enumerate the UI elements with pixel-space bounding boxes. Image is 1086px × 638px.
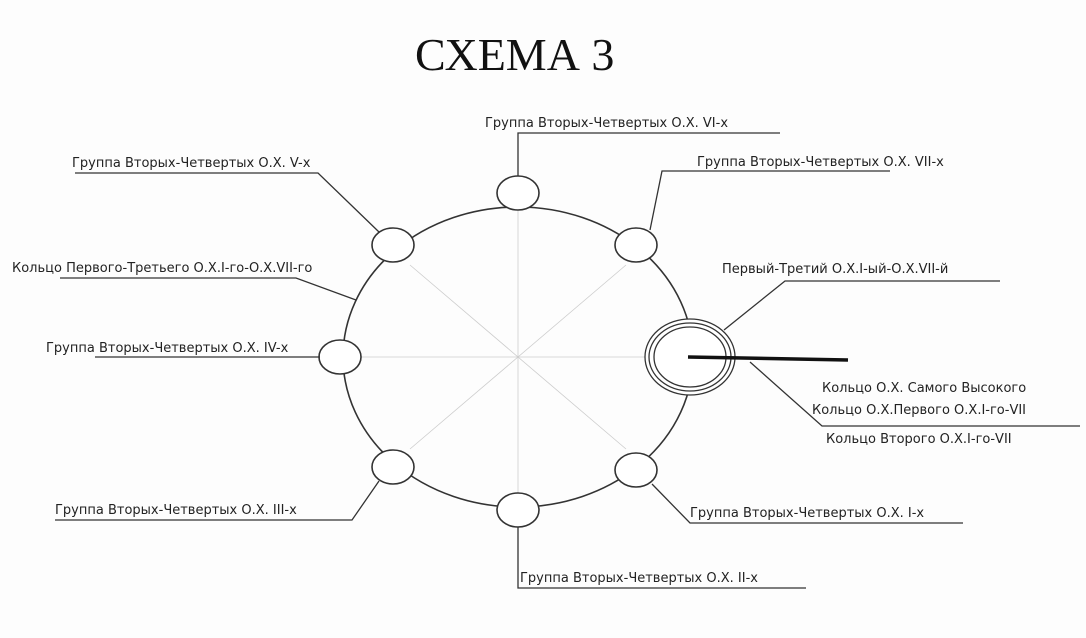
label-ring-highest: Кольцо О.Х. Самого Высокого [822, 381, 1026, 396]
label-group-ii: Группа Вторых-Четвертых О.Х. II-х [520, 571, 758, 586]
diagram-title: СХЕМА 3 [415, 29, 614, 80]
node-group-vii [614, 227, 658, 263]
label-group-vi: Группа Вторых-Четвертых О.Х. VI-х [485, 116, 728, 131]
thick-pointer-line [687, 355, 849, 362]
label-group-v: Группа Вторых-Четвертых О.Х. V-х [72, 156, 311, 171]
node-group-ii [496, 492, 540, 528]
leader-lines [55, 132, 1080, 589]
label-group-vii: Группа Вторых-Четвертых О.Х. VII-х [697, 155, 944, 170]
node-group-iii [371, 449, 415, 485]
node-group-v [371, 227, 415, 263]
label-group-i: Группа Вторых-Четвертых О.Х. I-х [690, 506, 924, 521]
node-group-vi [496, 175, 540, 211]
label-group-iii: Группа Вторых-Четвертых О.Х. III-х [55, 503, 297, 518]
label-ring-second: Кольцо Второго О.Х.I-го-VII [826, 432, 1012, 447]
node-group-i [614, 452, 658, 488]
node-group-iv [318, 339, 362, 375]
label-group-iv: Группа Вторых-Четвертых О.Х. IV-х [46, 341, 289, 356]
label-ring-first: Кольцо О.Х.Первого О.Х.I-го-VII [812, 403, 1026, 418]
label-first-third: Первый-Третий О.Х.I-ый-О.Х.VII-й [722, 262, 948, 277]
label-ring-first-third: Кольцо Первого-Третьего О.Х.I-го-О.Х.VII… [12, 261, 312, 276]
center-spokes [360, 210, 676, 505]
